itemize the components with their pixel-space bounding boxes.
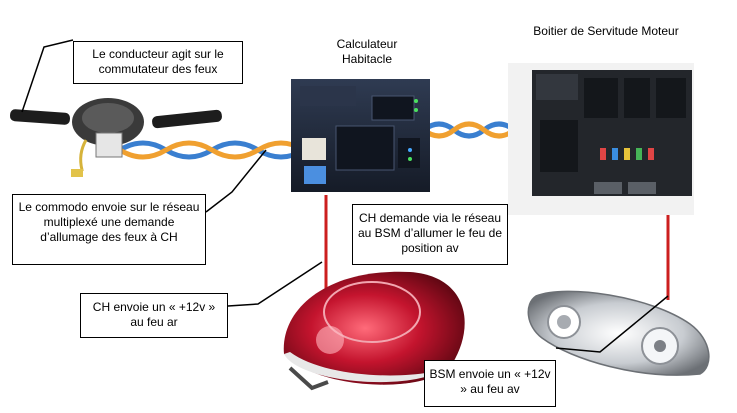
callout-driver: Le conducteur agit sur le commutateur de… bbox=[73, 41, 243, 84]
leader-commodo bbox=[205, 149, 267, 213]
callout-bsm-front: BSM envoie un « +12v » au feu av bbox=[424, 360, 556, 407]
bsm-title: Boitier de Servitude Moteur bbox=[533, 24, 679, 38]
commodo-switch-icon bbox=[9, 98, 222, 177]
ch-title: Calculateur Habitacle bbox=[336, 37, 398, 66]
ch-module-icon bbox=[291, 79, 430, 192]
multiplex-cable-commodo-ch bbox=[118, 140, 306, 160]
callout-ch-rear: CH envoie un « +12v » au feu ar bbox=[80, 293, 228, 338]
leader-driver bbox=[21, 39, 74, 113]
callout-ch-request: CH demande via le réseau au BSM d’allume… bbox=[352, 204, 508, 265]
bsm-module-icon bbox=[508, 63, 694, 215]
callout-commodo: Le commodo envoie sur le réseau multiple… bbox=[12, 194, 206, 265]
rear-light-icon bbox=[283, 271, 465, 391]
leader-bsm-front bbox=[555, 295, 669, 353]
leader-ch-rear bbox=[227, 261, 323, 307]
headlight-icon bbox=[527, 290, 710, 376]
